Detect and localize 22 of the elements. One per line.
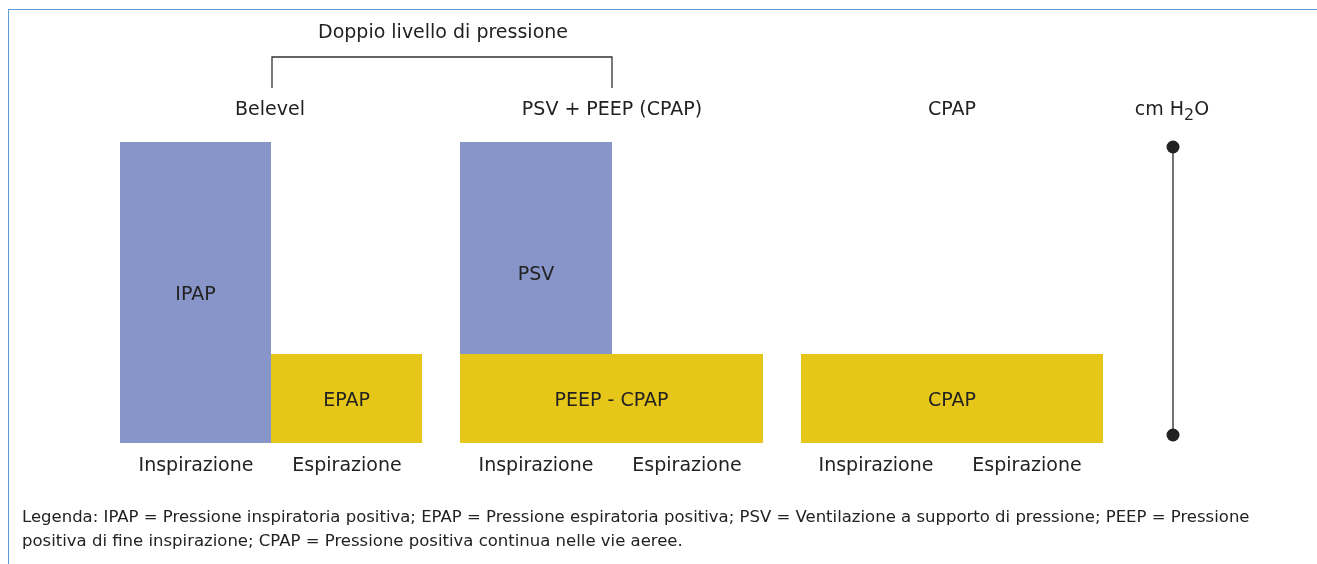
pressure-bar [801, 354, 1103, 443]
bar-label: IPAP [175, 281, 216, 304]
mode-title: CPAP [928, 97, 976, 119]
mode-title: PSV + PEEP (CPAP) [521, 97, 703, 119]
bar-label: PEEP - CPAP [554, 387, 669, 410]
pressure-bar [120, 142, 271, 443]
bar-label: EPAP [323, 387, 370, 410]
legend-note: Legenda: IPAP = Pressione inspiratoria positiva; EPAP = Pressione espiratoria positiva; PSV = Ventilazione a supporto di pressione; PEEP = Pressione positiva di fine inspirazione; CPAP = Pressione positiva continua nelle vie aeree. [22, 506, 1251, 552]
group-heading: Doppio livello di pressione [318, 20, 568, 42]
pressure-bar [271, 354, 422, 443]
mode-title: Belevel [235, 97, 305, 119]
phase-label: Espirazione [632, 453, 742, 475]
phase-label: Inspirazione [478, 453, 594, 475]
phase-label: Inspirazione [138, 453, 254, 475]
phase-label: Inspirazione [818, 453, 934, 475]
bar-label: PSV [517, 262, 555, 284]
bar-label: CPAP [928, 387, 976, 410]
phase-label: Espirazione [292, 453, 402, 475]
phase-label: Espirazione [972, 453, 1082, 475]
unit-label: cm H$_{2}$O [1134, 97, 1210, 124]
pressure-bar [460, 354, 763, 443]
pressure-bar [460, 142, 612, 354]
